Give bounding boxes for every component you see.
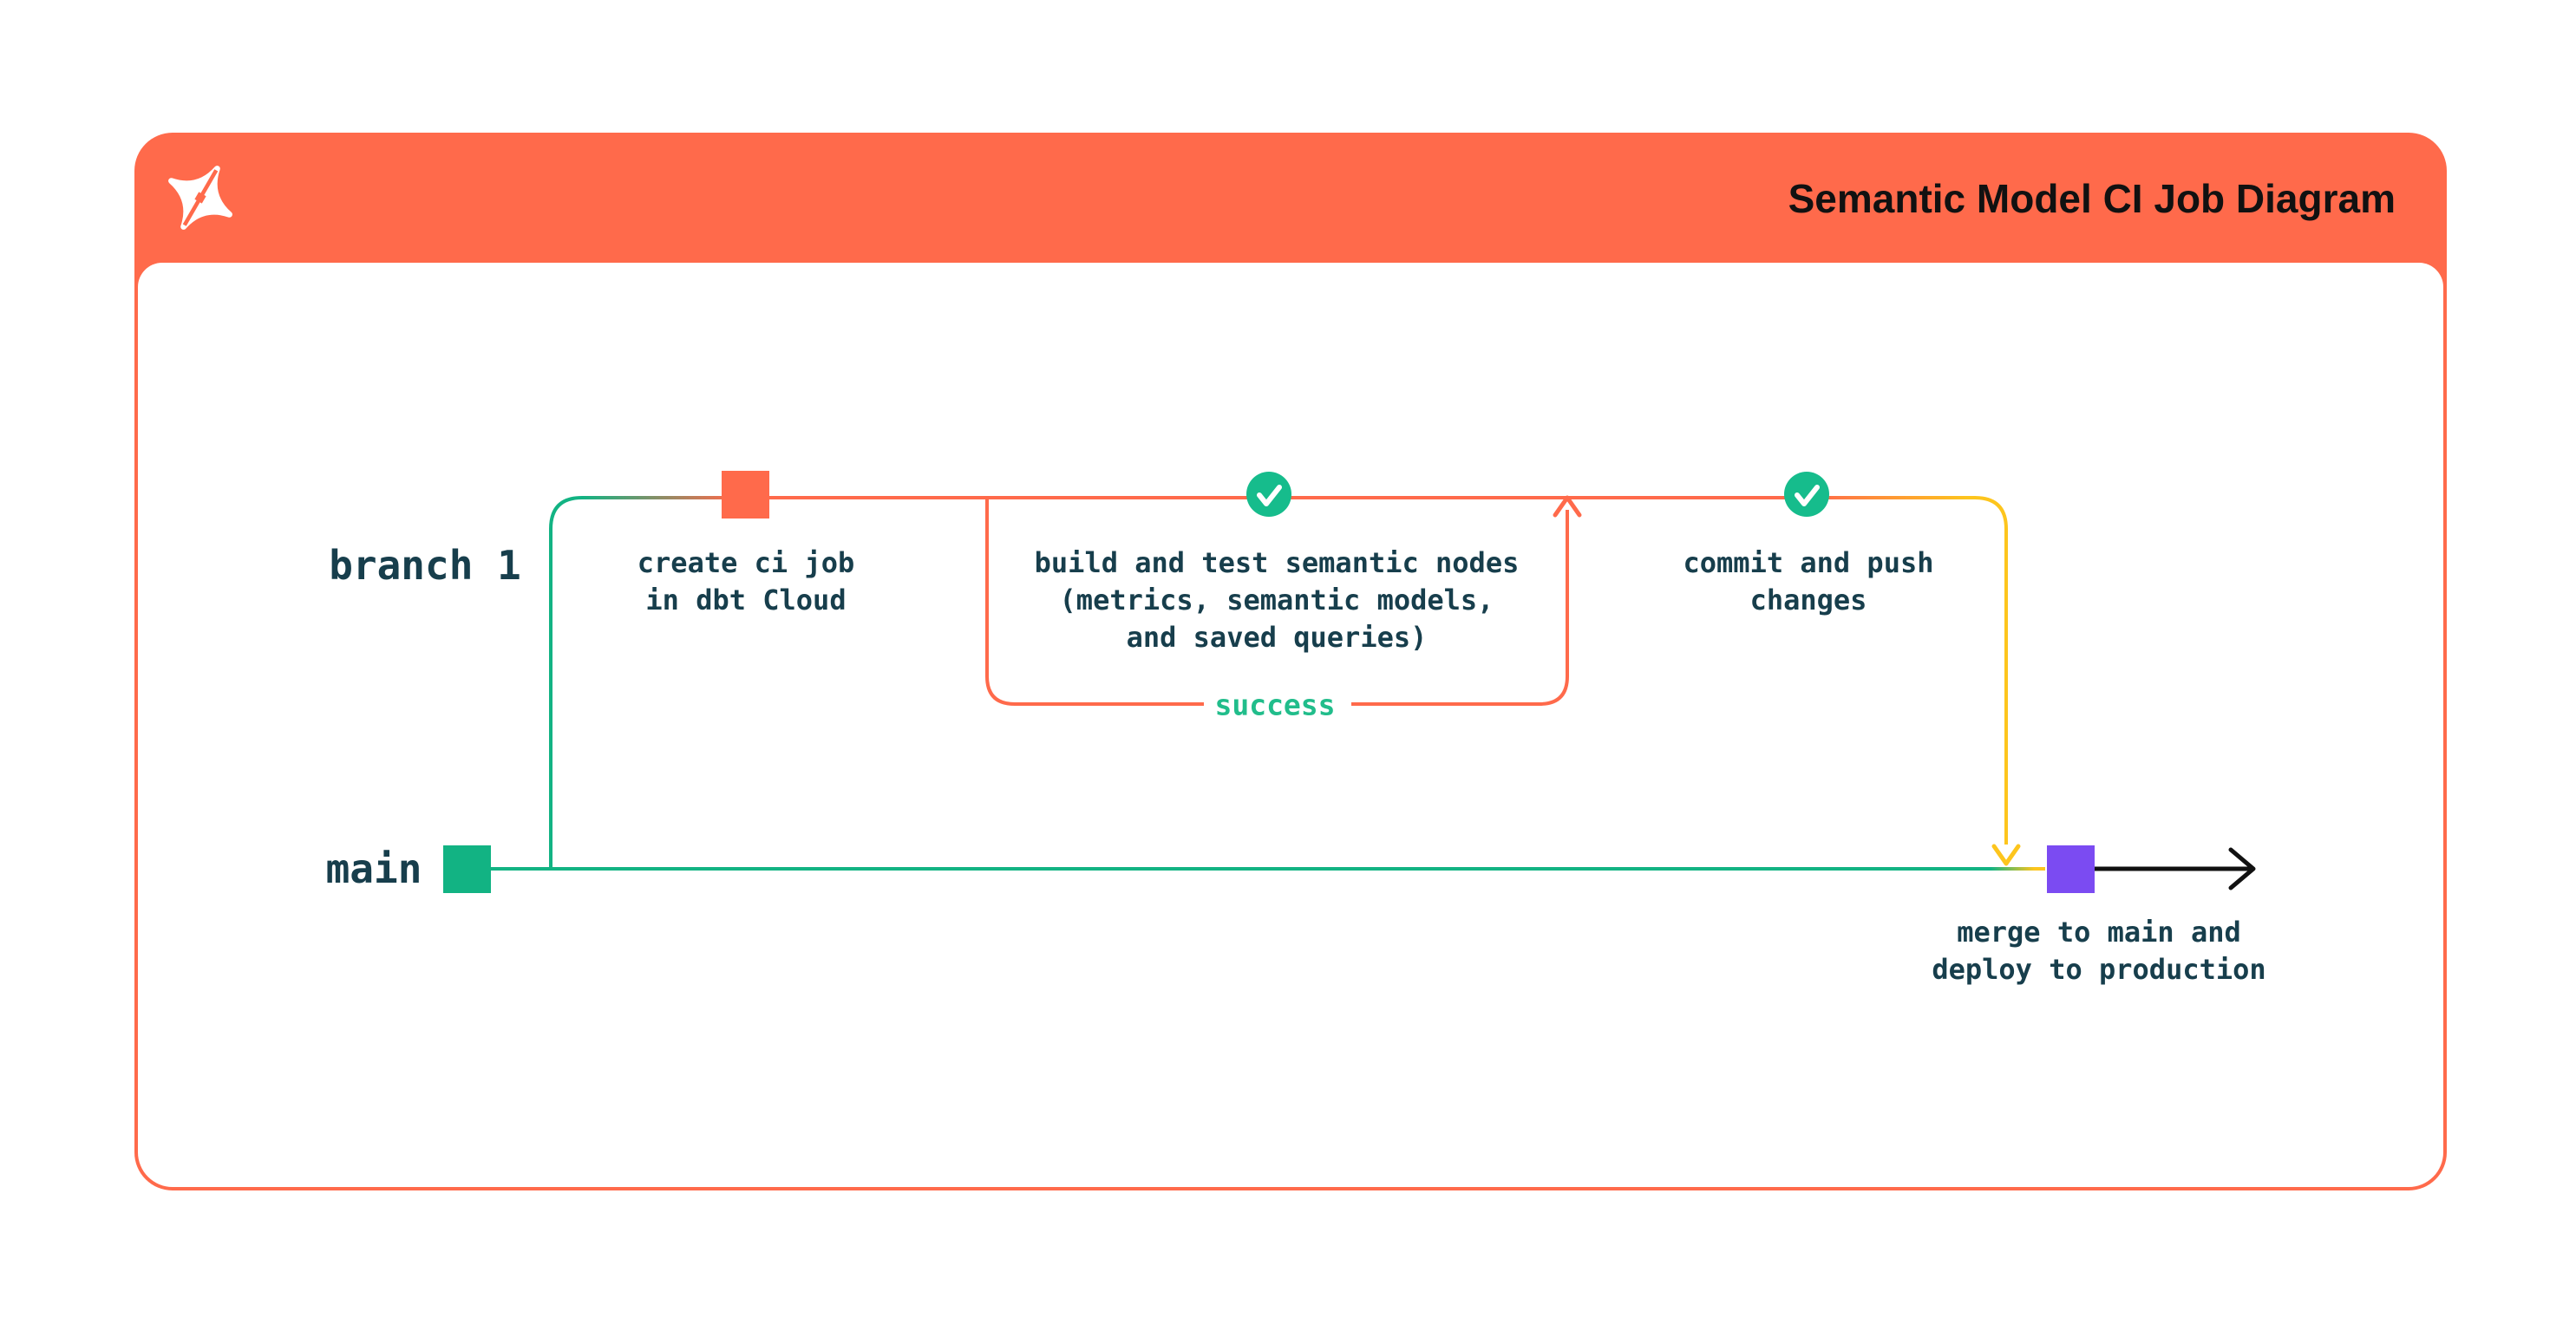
branch-1-label: branch 1 xyxy=(329,542,521,589)
diagram-card: Semantic Model CI Job Diagram xyxy=(134,133,2447,1190)
create-ci-job-label: create ci job in dbt Cloud xyxy=(637,546,855,616)
success-label: success xyxy=(1214,688,1336,722)
dbt-logo-icon xyxy=(168,166,232,230)
diagram-canvas xyxy=(138,263,2443,1187)
merge-deploy-label: merge to main and deploy to production xyxy=(1932,916,2266,986)
commit-push-label: commit and push changes xyxy=(1683,546,1934,616)
dbt-logo-diamond xyxy=(194,192,206,204)
page-title: Semantic Model CI Job Diagram xyxy=(1788,176,2396,221)
build-test-label: build and test semantic nodes (metrics, … xyxy=(1034,546,1520,654)
main-label: main xyxy=(325,845,422,892)
